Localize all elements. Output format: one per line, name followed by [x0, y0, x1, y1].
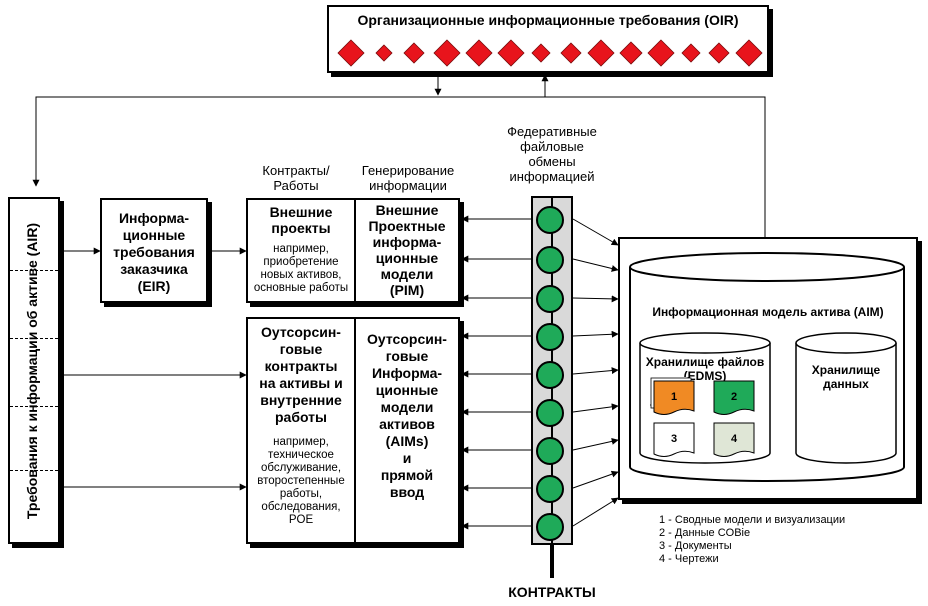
bus-node — [536, 246, 564, 274]
edms-document-icon: 1 — [653, 380, 695, 415]
edms-label: Хранилище файлов (EDMS) — [645, 355, 765, 383]
aim-box: Информационная модель актива (AIM) Храни… — [618, 237, 918, 500]
oir-diamonds — [337, 39, 763, 67]
bus-node — [536, 361, 564, 389]
contracts-header: Контракты/ Работы — [262, 163, 330, 193]
oir-diamond — [735, 39, 763, 67]
aim-link — [572, 330, 619, 338]
air-box: Требования к информации об активе (AIR) — [8, 197, 60, 544]
federated-header: Федеративные файловые обмены информацией — [507, 124, 597, 184]
generation-header: Генерирование информации — [361, 163, 455, 193]
legend-item: 4 - Чертежи — [659, 553, 719, 565]
eir-label: Информа- ционные требования заказчика (E… — [113, 210, 195, 294]
oir-diamond — [497, 39, 525, 67]
edms-document-number: 2 — [731, 391, 737, 403]
edms-document-icon: 2 — [713, 380, 755, 415]
oir-diamond — [681, 43, 701, 63]
oir-diamond — [337, 39, 365, 67]
external-projects-detail: например, приобретение новых активов, ос… — [253, 243, 349, 294]
oir-diamond — [587, 39, 615, 67]
aims-label: Оутсорсин- говые Информа- ционные модели… — [367, 331, 447, 500]
legend-item: 3 - Документы — [659, 540, 732, 552]
aim-link — [572, 218, 619, 246]
oir-diamond — [375, 44, 393, 62]
bus-node — [536, 513, 564, 541]
oir-diamond — [619, 41, 643, 65]
federated-bus — [531, 196, 573, 545]
bus-node — [536, 437, 564, 465]
bus-node — [536, 399, 564, 427]
aim-title: Информационная модель актива (AIM) — [652, 305, 884, 319]
bus-node — [536, 323, 564, 351]
oir-diamond — [560, 42, 582, 64]
oir-diamond — [531, 43, 551, 63]
edms-document-icon: 3 — [653, 422, 695, 457]
external-projects-box: Внешние проекты например, приобретение н… — [246, 198, 460, 303]
oir-box: Организационные информационные требовани… — [327, 5, 769, 73]
aim-link — [572, 403, 619, 413]
air-label: Требования к информации об активе (AIR) — [24, 222, 40, 520]
bus-node — [536, 206, 564, 234]
bus-node — [536, 475, 564, 503]
bus-node — [536, 285, 564, 313]
edms-document-number: 1 — [671, 391, 677, 403]
contracts-bottom-label: КОНТРАКТЫ — [508, 584, 596, 600]
outsourcing-detail: например, техническое обслуживание, втор… — [257, 436, 345, 526]
oir-diamond — [708, 42, 730, 64]
oir-diamond — [403, 42, 425, 64]
oir-diamond — [465, 39, 493, 67]
oir-title: Организационные информационные требовани… — [357, 12, 739, 28]
legend-item: 1 - Сводные модели и визуализации — [659, 514, 846, 526]
oir-loop-line — [32, 96, 766, 238]
oir-diamond — [433, 39, 461, 67]
pim-label: Внешние Проектные информа- ционные модел… — [368, 202, 446, 298]
aim-link — [572, 470, 619, 489]
edms-document-number: 4 — [731, 433, 738, 445]
aim-link — [572, 437, 619, 451]
edms-document-number: 3 — [671, 433, 677, 445]
data-store-label: Хранилище данных — [811, 363, 881, 391]
aim-link — [572, 497, 619, 527]
edms-document-icon: 4 — [713, 422, 755, 457]
aim-link — [572, 295, 619, 303]
edms-documents: 1 2 3 4 — [650, 377, 755, 457]
outsourcing-title: Оутсорсин- говые контракты на активы и в… — [259, 324, 343, 425]
outsourcing-box: Оутсорсин- говые контракты на активы и в… — [246, 317, 460, 544]
legend: 1 - Сводные модели и визуализации 2 - Да… — [659, 514, 919, 566]
aim-link — [572, 258, 619, 272]
oir-diamond — [647, 39, 675, 67]
federated-bus-stem — [550, 540, 554, 578]
aim-link — [572, 367, 619, 375]
legend-item: 2 - Данные COBie — [659, 527, 751, 539]
eir-box: Информа- ционные требования заказчика (E… — [100, 198, 208, 303]
external-projects-title: Внешние проекты — [269, 204, 333, 236]
